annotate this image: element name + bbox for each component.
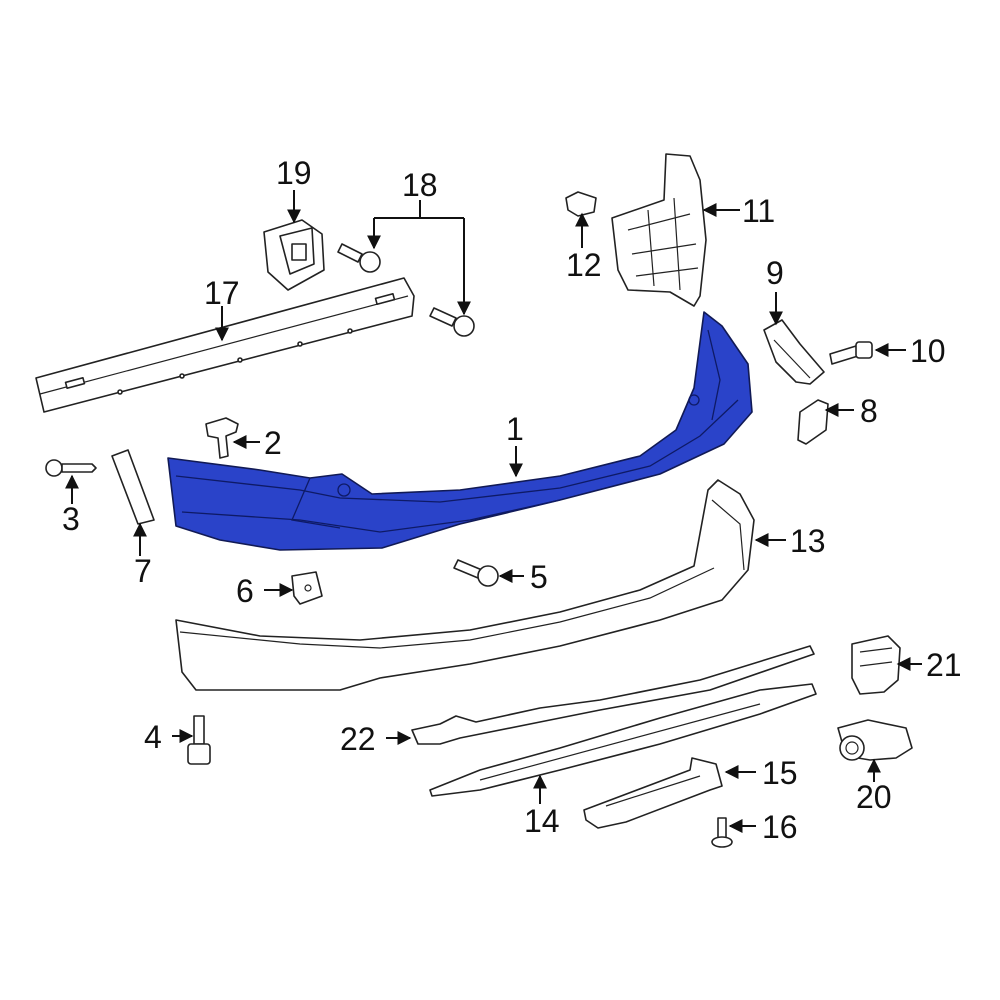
screw-16-part[interactable]: [711, 817, 733, 848]
bolt-5-part[interactable]: [453, 559, 499, 587]
callout-16: 16: [762, 809, 798, 845]
impact-bar-part[interactable]: [35, 277, 415, 413]
callout-21: 21: [926, 647, 962, 683]
reinforcement-9-part[interactable]: [763, 319, 825, 385]
clip-12-part[interactable]: [565, 191, 597, 217]
mount-bracket-part[interactable]: [263, 219, 325, 291]
bolt-18b-part[interactable]: [429, 307, 475, 337]
sensor-bracket-21-part[interactable]: [851, 635, 901, 695]
leader-lines: [65, 190, 922, 833]
callout-labels: 19 18 17 11 12 9 10 8 2 1 3 7 13 5 6 21 …: [62, 155, 962, 845]
cover-panel-15-part[interactable]: [583, 757, 723, 829]
bracket-8-part[interactable]: [797, 399, 829, 445]
callout-4: 4: [144, 719, 162, 755]
callout-7: 7: [134, 553, 152, 589]
callout-14: 14: [524, 803, 560, 839]
parking-sensor-20-part[interactable]: [837, 719, 913, 761]
callout-10: 10: [910, 333, 946, 369]
retainer-2-part[interactable]: [205, 417, 239, 459]
bumper-upper-highlighted-part[interactable]: [167, 311, 753, 551]
callout-13: 13: [790, 523, 826, 559]
bumper-lower-part[interactable]: [175, 479, 755, 691]
skid-plate-14-part[interactable]: [429, 683, 817, 797]
bolt-4-part[interactable]: [187, 715, 211, 765]
nut-clip-6-part[interactable]: [291, 571, 323, 605]
callout-3: 3: [62, 501, 80, 537]
side-bracket-part[interactable]: [611, 153, 707, 307]
callout-12: 12: [566, 247, 602, 283]
callout-6: 6: [236, 573, 254, 609]
bolt-3-part[interactable]: [45, 459, 97, 477]
wiring-harness-22-part[interactable]: [411, 645, 815, 745]
callout-22: 22: [340, 721, 376, 757]
callout-15: 15: [762, 755, 798, 791]
callout-8: 8: [860, 393, 878, 429]
callout-19: 19: [276, 155, 312, 191]
callout-5: 5: [530, 559, 548, 595]
callout-20: 20: [856, 779, 892, 815]
callout-17: 17: [204, 275, 240, 311]
callout-1: 1: [506, 411, 524, 447]
trim-strip-7-part[interactable]: [111, 449, 155, 525]
callout-18: 18: [402, 167, 438, 203]
callout-2: 2: [264, 425, 282, 461]
callout-11: 11: [742, 193, 775, 229]
bolt-18a-part[interactable]: [337, 243, 381, 273]
callout-9: 9: [766, 255, 784, 291]
bolt-10-part[interactable]: [829, 341, 873, 365]
